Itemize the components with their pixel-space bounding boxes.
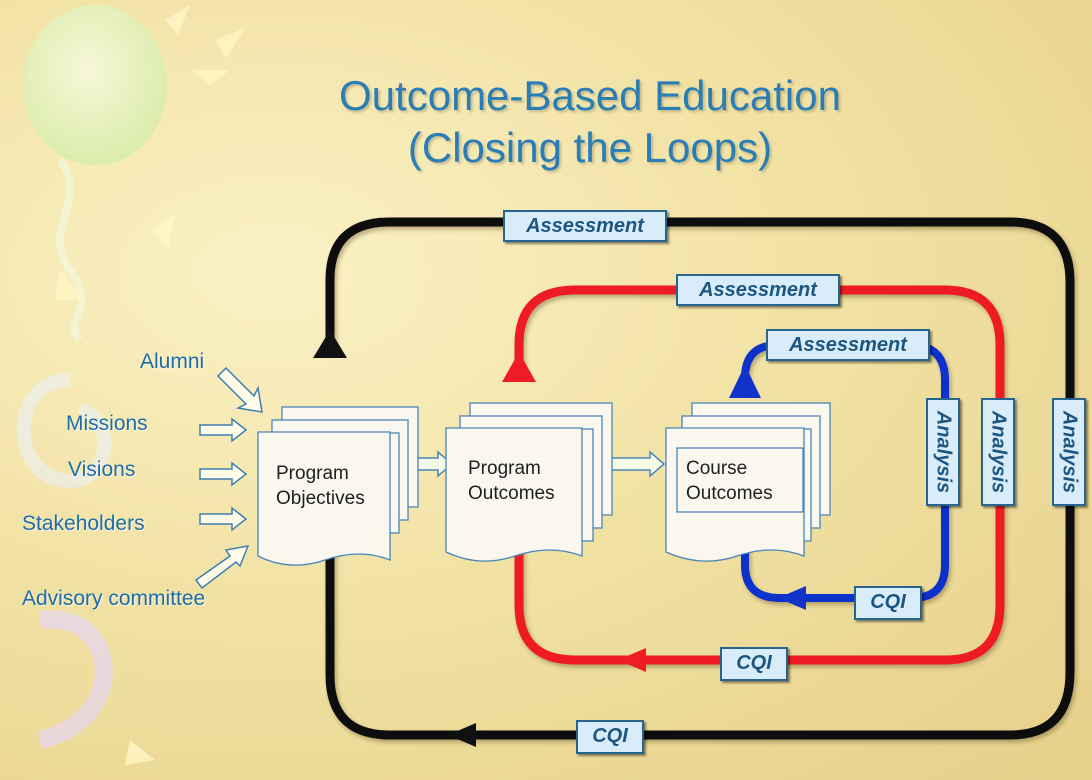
input-advisory-committee: Advisory committee — [22, 587, 206, 610]
program-objectives-line-1: Program — [276, 463, 349, 484]
program-outcomes-line-1: Program — [468, 458, 541, 479]
ray-decoration — [215, 28, 245, 58]
program-objectives-label: Program Objectives — [276, 461, 365, 511]
balloon-string-decoration — [56, 157, 86, 343]
title-line-1: Outcome-Based Education — [339, 72, 841, 119]
program-objectives-line-2: Objectives — [276, 488, 365, 509]
course-outcomes-label: Course Outcomes — [686, 456, 773, 506]
middle-analysis-tag: Analysis — [981, 398, 1015, 506]
input-missions: Missions — [66, 412, 148, 435]
outer-assessment-tag: Assessment — [503, 210, 667, 242]
visions-arrow — [199, 461, 248, 487]
middle-left-arrow — [618, 648, 646, 672]
outer-analysis-tag: Analysis — [1052, 398, 1086, 506]
input-visions: Visions — [68, 458, 136, 481]
course-outcomes-line-1: Course — [686, 458, 748, 479]
outer-left-arrow — [448, 723, 476, 747]
middle-up-arrow — [502, 352, 536, 382]
missions-arrow — [199, 417, 248, 443]
page-title: Outcome-Based Education (Closing the Loo… — [240, 70, 940, 174]
alumni-arrow — [216, 366, 263, 413]
inner-cqi-tag: CQI — [854, 586, 922, 620]
ray-decoration — [165, 5, 190, 35]
ray-decoration — [192, 70, 230, 85]
outer-cqi-tag: CQI — [576, 720, 644, 754]
middle-analysis-text: Analysis — [987, 410, 1010, 494]
inner-analysis-text: Analysis — [932, 410, 955, 494]
middle-cqi-tag: CQI — [720, 647, 788, 681]
inner-up-arrow — [729, 365, 761, 398]
program-outcomes-line-2: Outcomes — [468, 483, 555, 504]
swirl-decoration-2 — [37, 610, 113, 749]
advisory-arrow — [194, 545, 250, 590]
course-outcomes-stack — [665, 402, 831, 562]
ray-decoration — [125, 740, 155, 765]
program-outcomes-stack — [445, 402, 613, 562]
input-stakeholders: Stakeholders — [22, 512, 145, 535]
stakeholders-arrow — [199, 506, 248, 532]
outer-up-arrow — [313, 330, 347, 358]
ray-decoration — [55, 270, 85, 300]
input-arrows — [194, 366, 263, 590]
inner-analysis-tag: Analysis — [926, 398, 960, 506]
outer-analysis-text: Analysis — [1058, 410, 1081, 494]
program-outcomes-label: Program Outcomes — [468, 456, 555, 506]
ray-decoration — [150, 215, 175, 250]
program-objectives-stack — [257, 406, 419, 566]
input-alumni: Alumni — [140, 350, 205, 373]
balloon-decoration — [23, 5, 167, 165]
swirl-decoration — [16, 373, 112, 488]
course-outcomes-line-2: Outcomes — [686, 483, 773, 504]
inner-left-arrow — [778, 586, 806, 610]
title-line-2: (Closing the Loops) — [407, 124, 773, 171]
inner-assessment-tag: Assessment — [766, 329, 930, 361]
middle-assessment-tag: Assessment — [676, 274, 840, 306]
